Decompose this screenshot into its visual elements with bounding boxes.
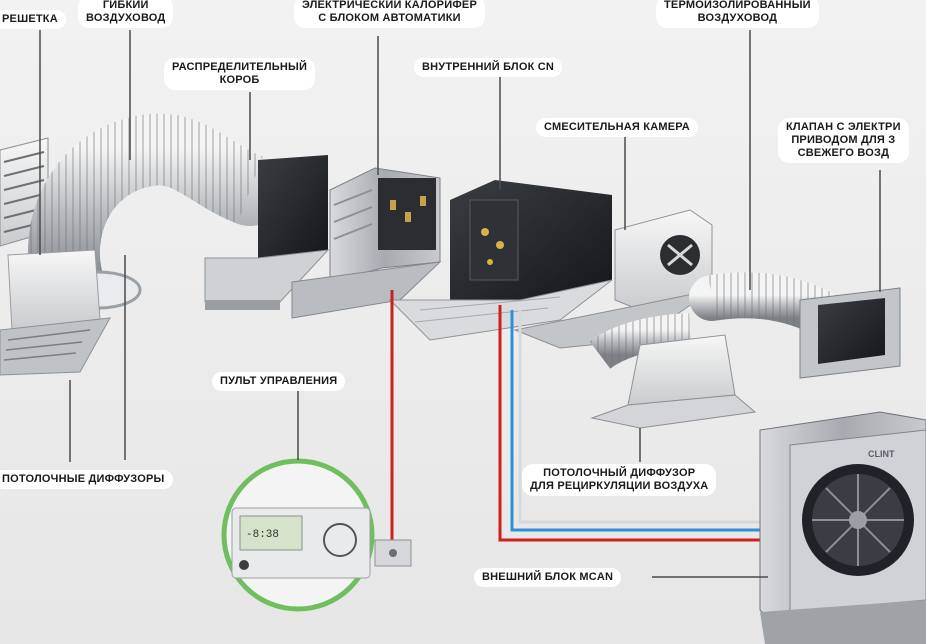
ceiling-diffuser-left bbox=[0, 249, 111, 376]
mixing-chamber bbox=[513, 209, 713, 349]
remote-controller bbox=[221, 458, 412, 612]
recirc-diffuser bbox=[590, 334, 757, 429]
label-indoor-unit: ВНУТРЕННИЙ БЛОК CN bbox=[414, 58, 563, 77]
connection-lines bbox=[390, 290, 768, 545]
refrigerant-line-liquid bbox=[510, 310, 768, 532]
label-ceiling-diffusers: ПОТОЛОЧНЫЕ ДИФФУЗОРЫ bbox=[0, 470, 173, 489]
leader-lines bbox=[39, 30, 881, 578]
flexible-duct bbox=[27, 113, 286, 326]
remote-display-text: -8:38 bbox=[246, 529, 279, 541]
power-line-outdoor bbox=[498, 305, 768, 542]
label-mixing-chamber: СМЕСИТЕЛЬНАЯ КАМЕРА bbox=[536, 118, 698, 137]
brand-logo-text: CLINT bbox=[868, 449, 895, 459]
electric-heater bbox=[291, 167, 442, 319]
label-grille: РЕШЕТКА bbox=[0, 10, 66, 29]
fresh-air-damper bbox=[799, 287, 901, 379]
outdoor-unit-mcan bbox=[759, 411, 926, 644]
label-outdoor-unit: ВНЕШНИЙ БЛОК MCAN bbox=[474, 568, 622, 587]
indoor-unit-cn bbox=[388, 180, 613, 341]
plenum-box bbox=[204, 155, 330, 310]
refrigerant-line-insulated bbox=[518, 310, 768, 524]
label-remote-controller: ПУЛЬТ УПРАВЛЕНИЯ bbox=[212, 372, 346, 391]
